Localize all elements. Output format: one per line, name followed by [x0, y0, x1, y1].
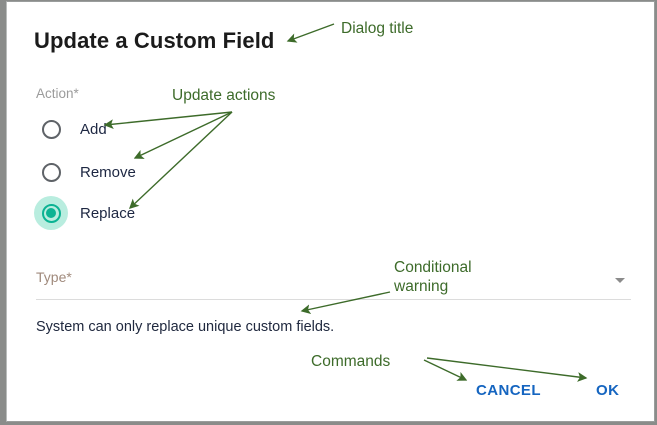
annotation-conditional-warning-line1: Conditional — [394, 259, 472, 276]
radio-halo — [34, 155, 68, 189]
annotation-commands: Commands — [311, 353, 391, 370]
radio-option-replace-label: Replace — [80, 204, 136, 222]
radio-dot-selected — [46, 208, 56, 218]
radio-option-add[interactable]: Add — [34, 112, 107, 146]
annotation-conditional-warning-line2: warning — [394, 278, 449, 296]
action-group-label: Action* — [36, 86, 79, 101]
radio-dot — [46, 167, 56, 177]
annotation-update-actions: Update actions — [172, 87, 276, 104]
update-custom-field-dialog: Update a Custom Field Action* Add — [7, 2, 654, 421]
conditional-warning-text: System can only replace unique custom fi… — [36, 319, 335, 335]
radio-replace-selected-icon — [41, 203, 61, 223]
annotation-dialog-title: Dialog title — [341, 20, 414, 37]
radio-option-remove[interactable]: Remove — [34, 155, 136, 189]
page-title: Update a Custom Field — [34, 28, 275, 53]
chevron-down-icon[interactable] — [615, 278, 625, 283]
radio-remove-icon — [41, 162, 61, 182]
radio-halo-selected — [34, 196, 68, 230]
radio-halo — [34, 112, 68, 146]
radio-add-icon — [41, 119, 61, 139]
cancel-button[interactable]: CANCEL — [476, 382, 541, 399]
ok-button[interactable]: OK — [596, 382, 620, 399]
radio-option-remove-label: Remove — [80, 163, 136, 181]
radio-option-replace[interactable]: Replace — [34, 196, 135, 230]
type-select[interactable] — [36, 260, 631, 300]
annotation-conditional-warning: Conditional warning — [394, 258, 472, 297]
radio-option-add-label: Add — [80, 120, 107, 138]
dialog-frame: Update a Custom Field Action* Add — [6, 1, 655, 422]
radio-dot — [46, 124, 56, 134]
type-field-label: Type* — [36, 269, 72, 285]
